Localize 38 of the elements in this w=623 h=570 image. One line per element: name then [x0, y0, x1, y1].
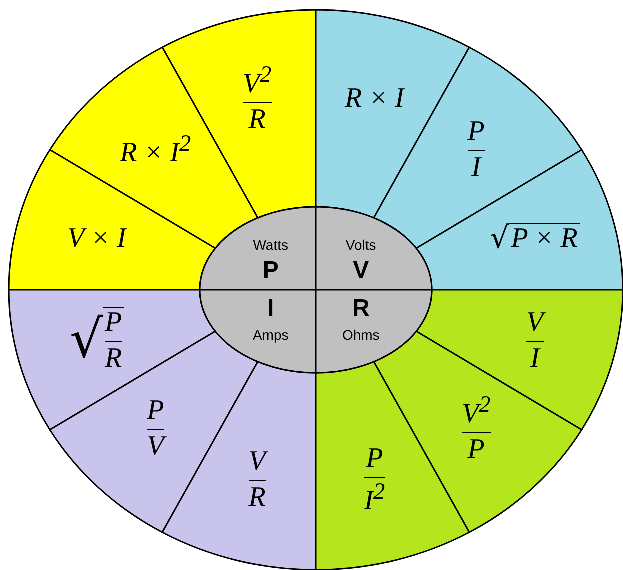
numerator: P [147, 396, 164, 427]
unit-label: Watts [253, 236, 288, 253]
numerator: V$^{2}$ [462, 393, 491, 430]
numerator: P [104, 308, 122, 340]
radical-sign: √ [70, 312, 103, 370]
denominator: I [472, 153, 481, 184]
quantity-symbol: P [262, 256, 279, 285]
quantity-symbol: V [353, 256, 370, 285]
formula-text: R × I$^{2}$ [120, 132, 192, 170]
numerator: P [366, 444, 384, 475]
denominator: R [248, 483, 266, 514]
pie-sector [8, 289, 216, 431]
unit-label: Ohms [342, 327, 380, 344]
formula-text: R × I [345, 84, 404, 115]
quadrant [315, 206, 433, 291]
numerator: V$^{2}$ [242, 62, 272, 100]
formula-text: V × I [68, 224, 126, 254]
numerator: P [468, 117, 485, 148]
quadrant [315, 289, 433, 374]
pie-sector [162, 9, 317, 219]
denominator: R [248, 105, 266, 136]
quantity-symbol: R [352, 295, 370, 324]
formula-text: P × R [509, 223, 580, 255]
unit-label: Amps [252, 327, 289, 344]
denominator: I$^{2}$ [364, 480, 386, 517]
pie-sector [416, 289, 623, 431]
unit-label: Volts [346, 236, 376, 253]
denominator: I [530, 344, 540, 374]
radical-sign: √ [490, 222, 510, 256]
denominator: V [147, 432, 164, 463]
denominator: R [104, 344, 122, 375]
quadrant [199, 206, 317, 291]
denominator: P [468, 435, 485, 466]
quadrant [199, 289, 317, 374]
numerator: V [248, 447, 266, 478]
pie-sector [416, 149, 623, 291]
numerator: V [526, 308, 544, 339]
quantity-symbol: I [268, 295, 274, 324]
